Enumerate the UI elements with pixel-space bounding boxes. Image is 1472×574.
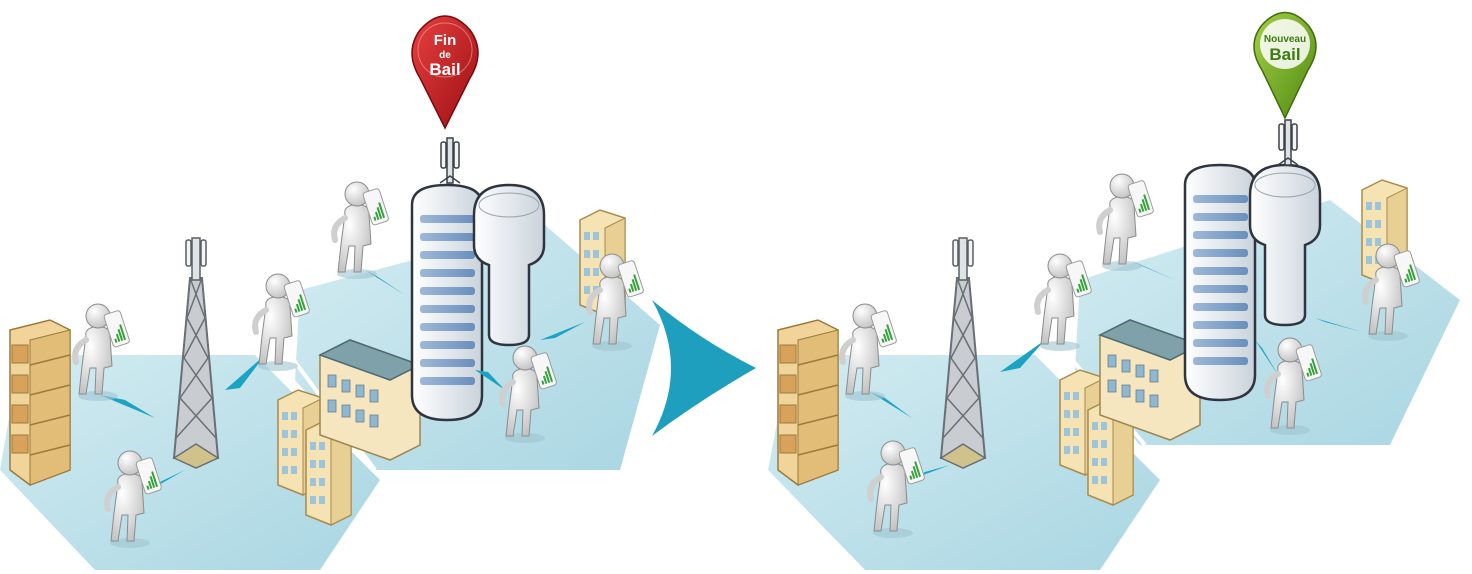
pin-line-1: Nouveau <box>1264 34 1306 45</box>
cell-tower-icon <box>173 237 219 469</box>
pin-line-2: de <box>439 50 451 61</box>
cell-tower-icon <box>940 237 986 469</box>
apartment-building <box>9 319 71 486</box>
pin-line-3: Bail <box>429 60 460 79</box>
pin-line-1: Fin <box>434 32 457 49</box>
end-of-lease-pin-icon: Fin de Bail <box>411 15 479 130</box>
rooftop-antenna-icon <box>439 137 461 184</box>
person-with-phone <box>1099 174 1154 271</box>
rooftop-antenna-icon <box>1277 119 1299 166</box>
new-lease-pin-icon: Nouveau Bail <box>1253 11 1317 120</box>
apartment-building <box>777 319 839 486</box>
person-with-phone <box>334 182 389 279</box>
after-scene: Nouveau Bail <box>768 11 1460 570</box>
office-tower <box>410 183 484 422</box>
office-tower <box>1183 163 1257 402</box>
pin-line-2: Bail <box>1269 45 1300 64</box>
before-scene: Fin de Bail <box>0 15 660 570</box>
transition-arrow-icon <box>652 300 756 436</box>
